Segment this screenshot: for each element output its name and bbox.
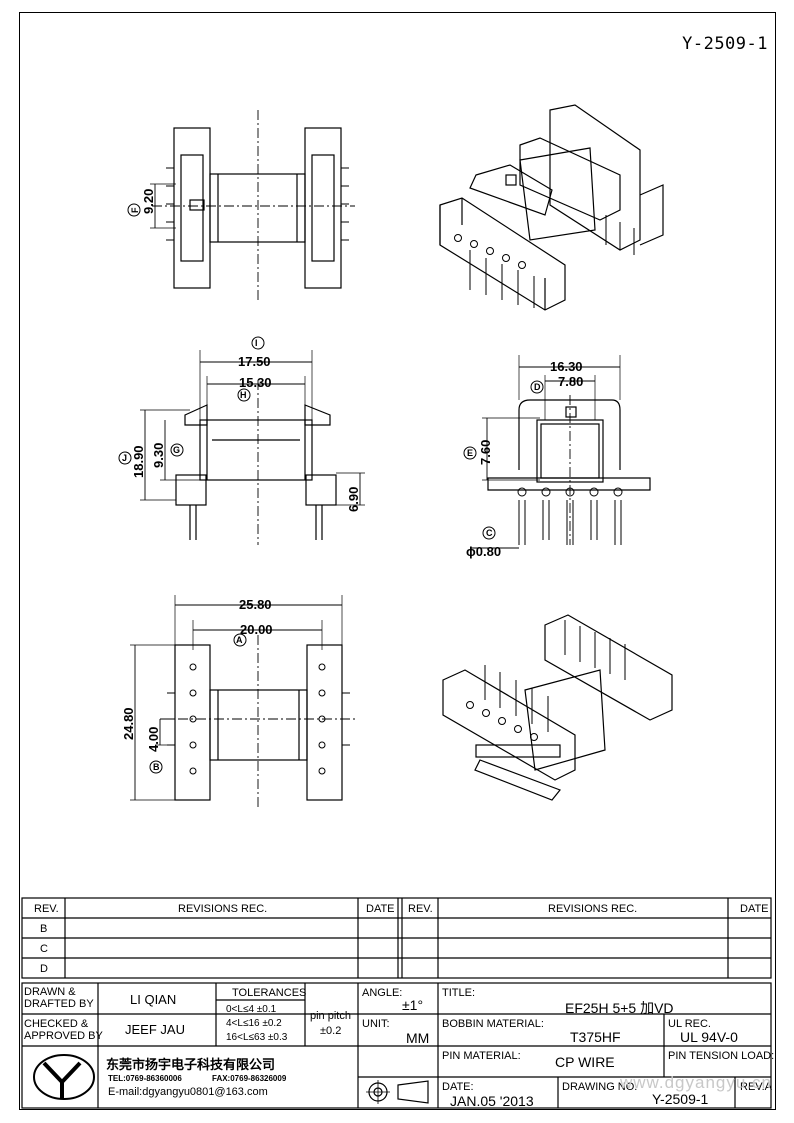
pin-material-value: CP WIRE	[555, 1054, 615, 1070]
tolerance-2: 4<L≤16 ±0.2	[226, 1018, 282, 1029]
dim-9-20: 9.20	[141, 189, 156, 214]
marker-g: G	[173, 445, 180, 455]
rev-header: REV.	[34, 903, 59, 915]
drawing-number-top: Y-2509-1	[682, 34, 768, 54]
date-header: DATE	[366, 903, 395, 915]
bottom-view	[130, 595, 355, 810]
rev-header-2: REV.	[408, 903, 433, 915]
drawn-by: LI QIAN	[130, 992, 177, 1007]
marker-d: D	[534, 382, 541, 392]
drawing-no-label: DRAWING NO.	[562, 1081, 638, 1093]
marker-a: A	[236, 635, 243, 645]
dim-6-90: 6.90	[346, 487, 361, 512]
drawing-no-value: Y-2509-1	[652, 1091, 709, 1107]
checked-by: JEEF JAU	[125, 1022, 185, 1037]
title-label: TITLE:	[442, 987, 476, 999]
title-value: EF25H 5+5 加VD	[565, 1000, 674, 1016]
tolerance-1: 0<L≤4 ±0.1	[226, 1004, 277, 1015]
dim-7-80: 7.80	[558, 374, 583, 389]
dim-phi-0-80: ϕ0.80	[466, 544, 501, 559]
drawing-sheet	[19, 12, 776, 1110]
dim-9-30: 9.30	[151, 443, 166, 468]
checked-label: CHECKED & APPROVED BY	[24, 1018, 103, 1042]
unit-value: MM	[406, 1030, 430, 1046]
front-view	[118, 336, 365, 545]
isometric-view-top	[439, 104, 664, 311]
marker-h: H	[240, 390, 247, 400]
company-tel: TEL:0769-86360006	[108, 1074, 182, 1083]
drawn-label: DRAWN & DRAFTED BY	[24, 986, 94, 1010]
isometric-view-bottom	[442, 614, 673, 801]
unit-label: UNIT:	[362, 1018, 390, 1030]
title-block-lines	[21, 897, 772, 1109]
bobbin-material-label: BOBBIN MATERIAL:	[442, 1018, 544, 1030]
dim-17-50: 17.50	[238, 354, 271, 369]
marker-b: B	[153, 762, 160, 772]
bobbin-material-value: T375HF	[570, 1029, 621, 1045]
dim-7-60: 7.60	[478, 440, 493, 465]
tolerances-label: TOLERANCES	[232, 987, 307, 999]
top-view	[127, 110, 355, 300]
dim-24-80: 24.80	[121, 707, 136, 740]
side-view	[463, 355, 651, 549]
dim-15-30: 15.30	[239, 375, 272, 390]
dim-20-00: 20.00	[240, 622, 273, 637]
rev-row-d: D	[40, 963, 48, 975]
rev-a-label: REV.A	[740, 1081, 773, 1093]
rev-row-c: C	[40, 943, 48, 955]
pin-material-label: PIN MATERIAL:	[442, 1050, 521, 1062]
date-value: JAN.05 '2013	[450, 1093, 534, 1109]
marker-e: E	[467, 448, 473, 458]
date-header-2: DATE	[740, 903, 769, 915]
watermark: www.dgyangyu.cn	[619, 1073, 772, 1092]
pin-pitch-value: ±0.2	[320, 1025, 342, 1037]
company-fax: FAX:0769-86326009	[212, 1074, 287, 1083]
angle-label: ANGLE:	[362, 987, 403, 999]
revisions-header: REVISIONS REC.	[178, 903, 268, 915]
marker-j: J	[122, 453, 127, 463]
ul-rec-value: UL 94V-0	[680, 1029, 738, 1045]
revisions-header-2: REVISIONS REC.	[548, 903, 638, 915]
marker-c: C	[486, 528, 493, 538]
rev-row-b: B	[40, 923, 48, 935]
dim-16-30: 16.30	[550, 359, 583, 374]
angle-value: ±1°	[402, 997, 424, 1013]
pin-pitch-label: pin pitch	[310, 1010, 351, 1022]
marker-f-1: F	[130, 207, 140, 213]
company-email: E-mail:dgyangyu0801@163.com	[108, 1086, 268, 1098]
date-label: DATE:	[442, 1081, 474, 1093]
pin-tension-label: PIN TENSION LOAD:	[668, 1050, 775, 1062]
dim-25-80: 25.80	[239, 597, 272, 612]
marker-i: I	[255, 338, 258, 348]
dim-18-90: 18.90	[131, 445, 146, 478]
tolerance-3: 16<L≤63 ±0.3	[226, 1032, 288, 1043]
dim-4-00: 4.00	[146, 727, 161, 752]
ul-rec-label: UL REC.	[668, 1018, 711, 1030]
company-name: 东莞市扬宇电子科技有限公司	[106, 1057, 276, 1072]
